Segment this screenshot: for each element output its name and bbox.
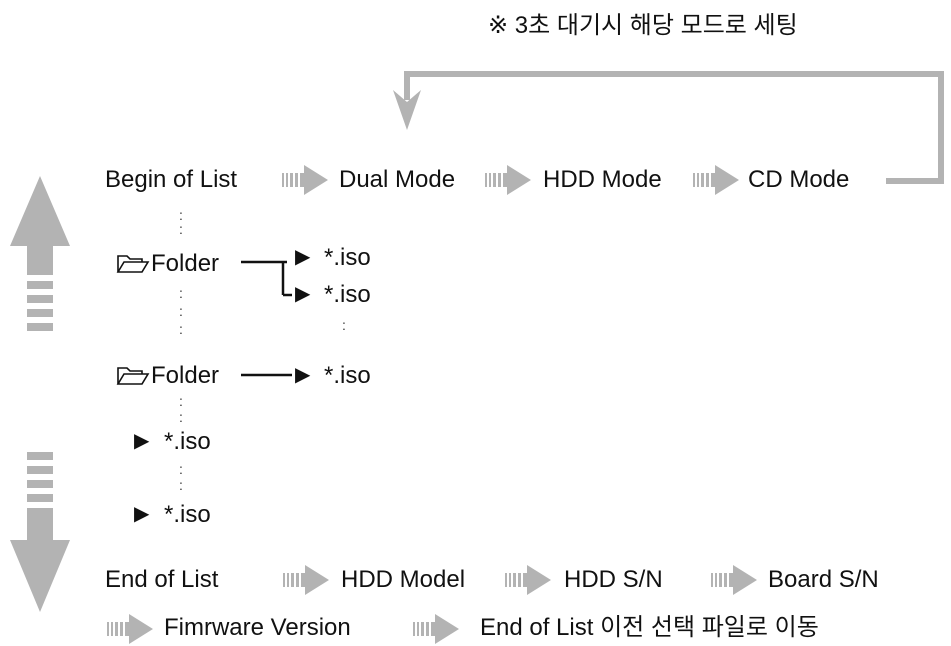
play-triangle-icon: ▶ xyxy=(295,246,311,268)
hdd-mode-label: HDD Mode xyxy=(543,166,662,193)
folder-label[interactable]: Folder xyxy=(151,250,220,277)
ellipsis-dots: : xyxy=(179,321,183,337)
ellipsis-dots: : xyxy=(342,317,346,333)
play-triangle-icon: ▶ xyxy=(134,503,150,525)
dual-mode-label: Dual Mode xyxy=(339,166,456,193)
right-arrow-icon xyxy=(107,614,153,644)
ellipsis-dots: : xyxy=(179,393,183,409)
right-arrow-icon xyxy=(283,565,329,595)
right-arrow-icon xyxy=(413,614,459,644)
down-arrow-icon xyxy=(10,452,70,612)
ellipsis-dots: : xyxy=(179,207,183,223)
folder1-connector xyxy=(241,260,292,297)
folder-icon xyxy=(116,367,150,385)
end-of-list-move-label: End of List 이전 선택 파일로 이동 xyxy=(480,614,819,641)
ellipsis-dots: : xyxy=(179,285,183,301)
up-arrow-icon xyxy=(10,176,70,331)
ellipsis-dots: : xyxy=(179,303,183,319)
hdd-model-label: HDD Model xyxy=(341,566,466,593)
right-arrow-icon xyxy=(693,165,739,195)
board-sn-label: Board S/N xyxy=(768,566,879,593)
right-arrow-icon xyxy=(505,565,551,595)
ellipsis-dots: : xyxy=(179,409,183,425)
iso-file-item[interactable]: *.iso xyxy=(324,281,371,308)
firmware-version-label: Fimrware Version xyxy=(164,614,351,641)
right-arrow-icon xyxy=(485,165,531,195)
cd-mode-label: CD Mode xyxy=(748,166,850,193)
folder-label[interactable]: Folder xyxy=(151,362,220,389)
folder-icon xyxy=(116,255,150,273)
play-triangle-icon: ▶ xyxy=(134,430,150,452)
iso-file-item[interactable]: *.iso xyxy=(164,501,211,528)
ellipsis-dots: : xyxy=(179,221,183,237)
ellipsis-dots: : xyxy=(179,477,183,493)
begin-of-list-label: Begin of List xyxy=(105,166,238,193)
right-arrow-icon xyxy=(711,565,757,595)
loop-arrow-icon xyxy=(393,71,944,184)
iso-file-item[interactable]: *.iso xyxy=(324,362,371,389)
right-arrow-icon xyxy=(282,165,328,195)
iso-file-item[interactable]: *.iso xyxy=(324,244,371,271)
iso-file-item[interactable]: *.iso xyxy=(164,428,211,455)
play-triangle-icon: ▶ xyxy=(295,283,311,305)
ellipsis-dots: : xyxy=(179,461,183,477)
hdd-sn-label: HDD S/N xyxy=(564,566,663,593)
end-of-list-label: End of List xyxy=(105,566,219,593)
mode-note: ※ 3초 대기시 해당 모드로 세팅 xyxy=(488,12,798,39)
play-triangle-icon: ▶ xyxy=(295,364,311,386)
